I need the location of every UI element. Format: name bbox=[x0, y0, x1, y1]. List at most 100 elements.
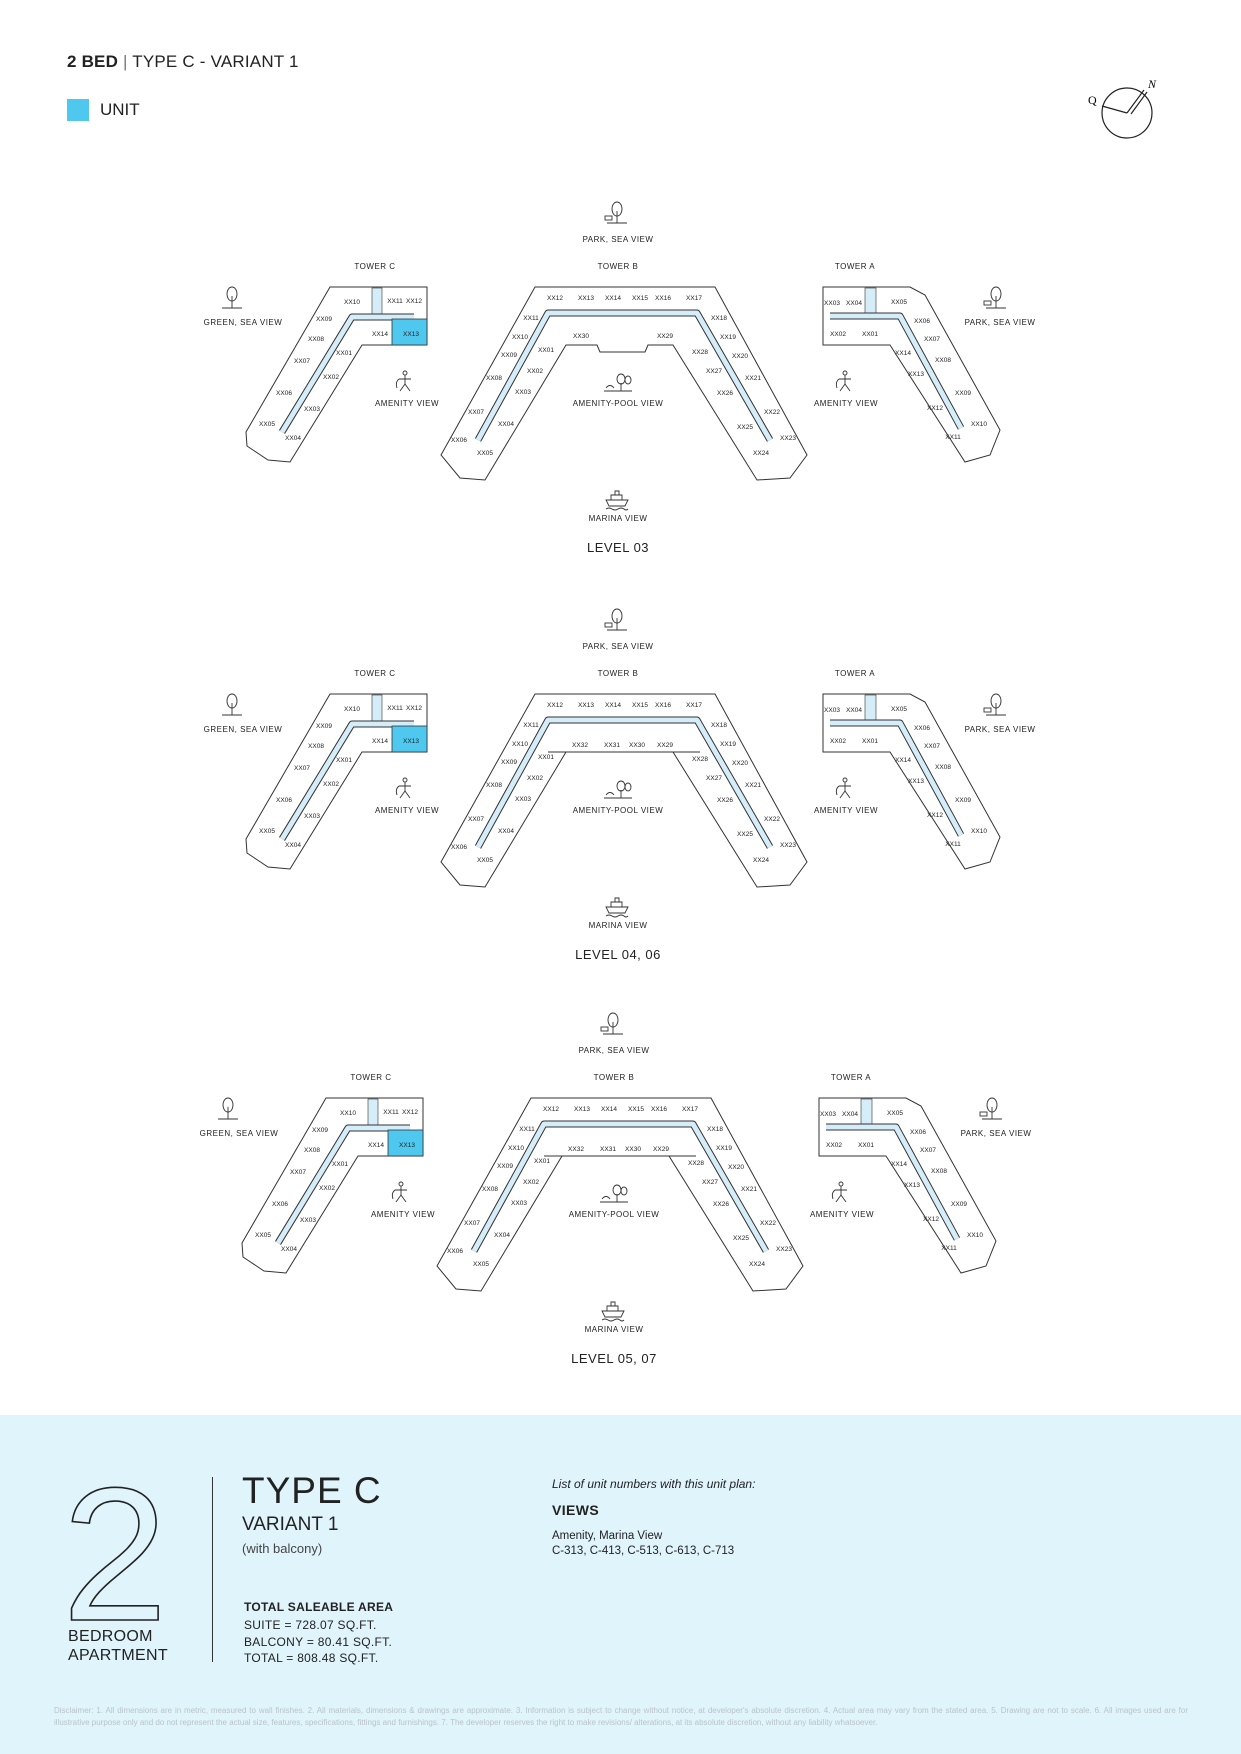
unit-label: XX11 bbox=[941, 1245, 957, 1252]
unit-label: XX05 bbox=[887, 1110, 903, 1117]
unit-label: XX01 bbox=[862, 331, 878, 338]
unit-label: XX30 bbox=[629, 742, 645, 749]
amenity-icon bbox=[391, 1181, 407, 1203]
pool-icon bbox=[604, 780, 632, 799]
unit-label: XX03 bbox=[304, 406, 320, 413]
unit-label: XX11 bbox=[383, 1109, 399, 1116]
unit-label: XX24 bbox=[753, 857, 769, 864]
unit-label: XX25 bbox=[737, 831, 753, 838]
unit-label: XX14 bbox=[605, 295, 621, 302]
highlighted-unit[interactable] bbox=[387, 1129, 424, 1157]
unit-label: XX10 bbox=[512, 741, 528, 748]
unit-label: XX15 bbox=[628, 1106, 644, 1113]
unit-label: XX20 bbox=[728, 1164, 744, 1171]
unit-label: XX14 bbox=[601, 1106, 617, 1113]
unit-label: XX10 bbox=[967, 1232, 983, 1239]
bedroom-count: 2 bbox=[61, 1449, 168, 1661]
unit-label: XX29 bbox=[657, 333, 673, 340]
unit-label: XX08 bbox=[308, 743, 324, 750]
unit-label: XX11 bbox=[387, 298, 403, 305]
unit-variant: VARIANT 1 bbox=[242, 1514, 339, 1535]
highlighted-unit[interactable] bbox=[391, 725, 428, 753]
unit-type-heading: TYPE C bbox=[242, 1470, 382, 1511]
unit-label: XX31 bbox=[600, 1146, 616, 1153]
unit-label: XX12 bbox=[547, 295, 563, 302]
unit-label: XX03 bbox=[824, 707, 840, 714]
unit-label: XX12 bbox=[402, 1109, 418, 1116]
balcony-note: (with balcony) bbox=[242, 1541, 323, 1556]
unit-label: XX02 bbox=[830, 331, 846, 338]
unit-type: TYPE C - VARIANT 1 bbox=[132, 52, 299, 71]
unit-label: XX27 bbox=[706, 775, 722, 782]
unit-label: XX08 bbox=[304, 1147, 320, 1154]
divider bbox=[212, 1477, 213, 1662]
amenity-icon bbox=[835, 370, 851, 392]
unit-label: XX07 bbox=[294, 765, 310, 772]
tower-a-label: TOWER A bbox=[835, 262, 875, 271]
park-icon bbox=[983, 286, 1006, 309]
page-title: 2 BED | TYPE C - VARIANT 1 bbox=[67, 52, 299, 72]
unit-label: XX30 bbox=[573, 333, 589, 340]
pool-icon bbox=[604, 373, 632, 392]
tower-c-label: TOWER C bbox=[354, 262, 395, 271]
unit-label: XX08 bbox=[931, 1168, 947, 1175]
unit-label: XX02 bbox=[830, 738, 846, 745]
amenity-icon bbox=[395, 777, 411, 799]
unit-label: XX23 bbox=[776, 1246, 792, 1253]
highlighted-unit[interactable] bbox=[391, 318, 428, 346]
park-icon bbox=[604, 608, 627, 631]
unit-label: XX19 bbox=[716, 1145, 732, 1152]
pool-icon bbox=[600, 1184, 628, 1203]
unit-label: XX07 bbox=[924, 336, 940, 343]
unit-label: XX01 bbox=[336, 757, 352, 764]
unit-label: XX09 bbox=[955, 797, 971, 804]
marina-view-label: MARINA VIEW bbox=[585, 1325, 644, 1334]
unit-label: XX27 bbox=[706, 368, 722, 375]
unit-label: XX01 bbox=[538, 347, 554, 354]
unit-label: XX01 bbox=[336, 350, 352, 357]
level-title: LEVEL 04, 06 bbox=[575, 947, 661, 962]
unit-label: XX04 bbox=[498, 828, 514, 835]
park-sea-view-label: PARK, SEA VIEW bbox=[961, 1129, 1032, 1138]
unit-label: XX10 bbox=[344, 299, 360, 306]
amenity-pool-view-label: AMENITY-POOL VIEW bbox=[569, 1210, 660, 1219]
ship-icon bbox=[601, 1301, 625, 1322]
unit-list-intro: List of unit numbers with this unit plan… bbox=[552, 1477, 756, 1491]
unit-label: XX07 bbox=[468, 816, 484, 823]
unit-label: XX09 bbox=[312, 1127, 328, 1134]
unit-label: XX08 bbox=[308, 336, 324, 343]
unit-label: XX05 bbox=[891, 706, 907, 713]
unit-label: XX04 bbox=[285, 435, 301, 442]
unit-label: XX13 bbox=[578, 295, 594, 302]
unit-label: XX08 bbox=[482, 1186, 498, 1193]
unit-label: XX10 bbox=[340, 1110, 356, 1117]
unit-label: XX01 bbox=[538, 754, 554, 761]
unit-label: XX13 bbox=[908, 778, 924, 785]
amenity-view-label: AMENITY VIEW bbox=[814, 399, 878, 408]
compass-icon: N Q bbox=[1088, 77, 1157, 139]
total-area: TOTAL = 808.48 SQ.FT. bbox=[244, 1651, 379, 1665]
unit-label: XX09 bbox=[316, 723, 332, 730]
balcony-area: BALCONY = 80.41 SQ.FT. bbox=[244, 1635, 393, 1649]
unit-label: XX10 bbox=[971, 828, 987, 835]
unit-label: XX31 bbox=[604, 742, 620, 749]
unit-label: XX04 bbox=[846, 300, 862, 307]
unit-label: XX28 bbox=[692, 349, 708, 356]
unit-label: XX06 bbox=[451, 844, 467, 851]
unit-label: XX12 bbox=[927, 405, 943, 412]
unit-label: XX12 bbox=[927, 812, 943, 819]
unit-label: XX09 bbox=[501, 759, 517, 766]
tower-a-label: TOWER A bbox=[831, 1073, 871, 1082]
unit-label: XX02 bbox=[826, 1142, 842, 1149]
unit-label: XX16 bbox=[655, 702, 671, 709]
unit-summary-panel bbox=[0, 1415, 1241, 1754]
park-icon bbox=[979, 1097, 1002, 1120]
unit-label: XX09 bbox=[497, 1163, 513, 1170]
unit-label: XX05 bbox=[891, 299, 907, 306]
unit-label: XX14 bbox=[372, 331, 388, 338]
unit-label: XX12 bbox=[406, 298, 422, 305]
unit-label: XX05 bbox=[473, 1261, 489, 1268]
unit-label: XX32 bbox=[568, 1146, 584, 1153]
